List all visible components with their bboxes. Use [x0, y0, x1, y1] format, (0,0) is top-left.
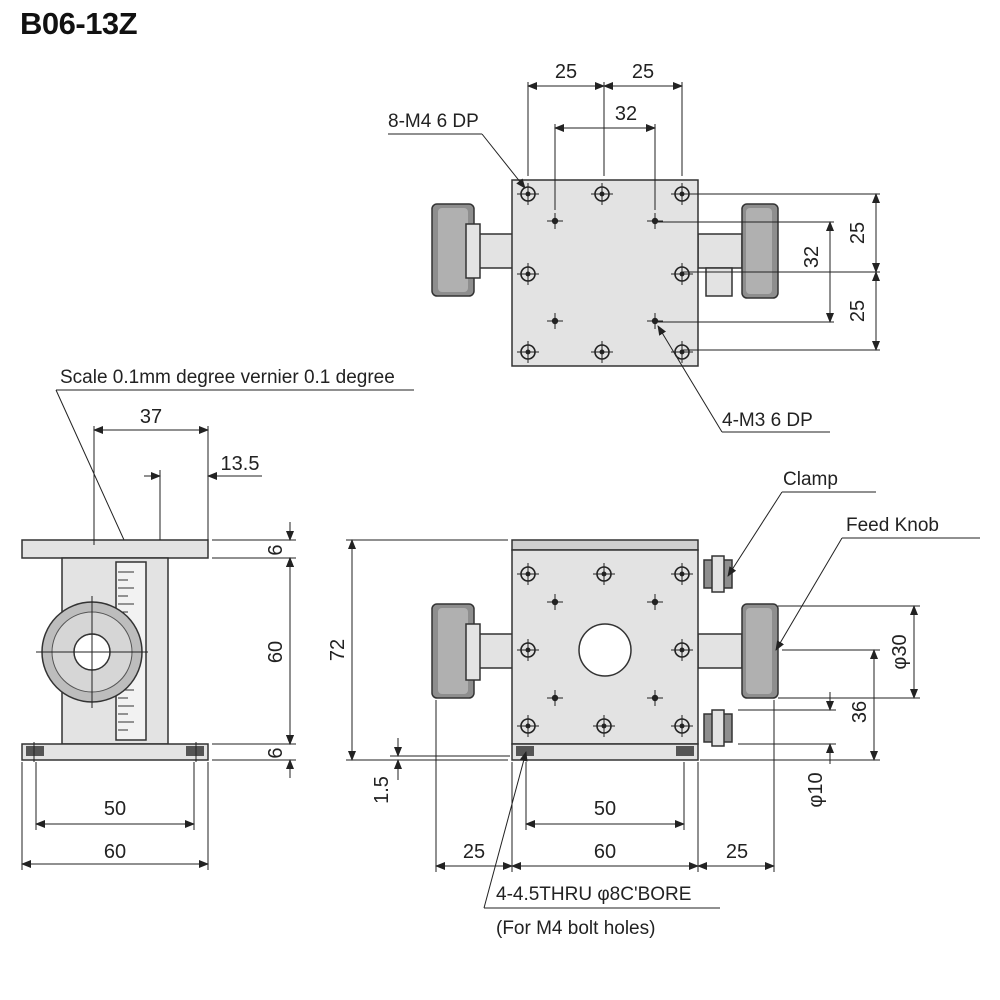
front-view: Clamp Feed Knob 72 1.5 50 25 60 25: [327, 469, 980, 939]
dim-side-h-mid: 60: [265, 641, 287, 663]
note-bolt-holes-line1: 4-4.5THRU φ8C'BORE: [496, 884, 691, 905]
dim-side-w-total: 60: [104, 841, 126, 863]
front-top-plate: [511, 539, 699, 551]
dim-front-gap: 1.5: [371, 776, 393, 804]
center-bore: [578, 623, 632, 677]
dim-side-h-bot: 6: [265, 747, 287, 758]
dim-front-height: 72: [327, 639, 349, 661]
label-feed-knob: Feed Knob: [846, 515, 939, 536]
top-view: 25 25 32 25 25 32 8-M4 6 DP 4-M3 6 DP: [388, 61, 880, 433]
label-clamp: Clamp: [783, 469, 838, 490]
dim-top-y-top: 25: [847, 222, 869, 244]
side-base: [21, 743, 209, 761]
dim-front-ext-left: 25: [463, 841, 485, 863]
top-left-knob: [431, 203, 517, 297]
side-top-plate: [21, 539, 209, 559]
dim-side-w-inner: 50: [104, 798, 126, 820]
front-left-knob: [431, 603, 517, 699]
dim-top-x-right: 25: [632, 61, 654, 83]
top-plate: [511, 179, 699, 367]
callout-m3-holes: 4-M3 6 DP: [722, 410, 813, 431]
side-view: Scale 0.1mm degree vernier 0.1 degree: [21, 367, 414, 870]
dim-front-ext-right: 25: [726, 841, 748, 863]
dim-side-h-top: 6: [265, 544, 287, 555]
front-right-knob: [697, 603, 779, 699]
dim-front-h-knob: 36: [849, 701, 871, 723]
dim-top-x-left: 25: [555, 61, 577, 83]
front-clamps: [703, 555, 733, 747]
page-title: B06-13Z: [20, 6, 138, 41]
dim-side-w-offset: 13.5: [221, 453, 260, 475]
front-base: [511, 743, 699, 761]
dim-front-w-total: 60: [594, 841, 616, 863]
dim-top-y-inner: 32: [801, 246, 823, 268]
dim-front-dia-knob: φ30: [889, 634, 911, 669]
dim-top-x-inner: 32: [615, 103, 637, 125]
dim-top-y-bottom: 25: [847, 300, 869, 322]
note-bolt-holes-line2: (For M4 bolt holes): [496, 918, 655, 939]
dim-front-dia-shaft: φ10: [805, 772, 827, 807]
dim-front-w-inner: 50: [594, 798, 616, 820]
callout-m4-holes: 8-M4 6 DP: [388, 111, 479, 132]
top-right-knob: [697, 203, 779, 299]
scale-label: Scale 0.1mm degree vernier 0.1 degree: [60, 367, 395, 388]
dim-side-w-top: 37: [140, 406, 162, 428]
